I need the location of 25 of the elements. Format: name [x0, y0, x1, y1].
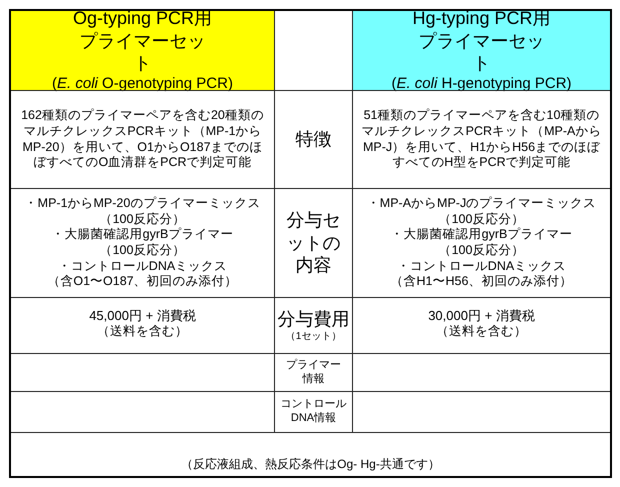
- cell-text: コントロールDNA情報: [280, 398, 348, 426]
- cell-text: 51種類のプライマーペアを含む10種類のマルチクレックスPCRキット（MP-AからMP-J）を用いて、H1からH56までのほぼすべてのH型をPCRで判定可能: [362, 108, 602, 171]
- cell-text: 45,000円 + 消費税: [89, 308, 196, 324]
- cell-text: （含O1〜O187、初回のみ添付）: [47, 274, 238, 290]
- cell-text: （100反応分）: [438, 212, 524, 228]
- cell-text: （送料を含む）: [436, 324, 527, 340]
- cell-text: 30,000円 + 消費税: [428, 308, 535, 324]
- cell-text: （送料を含む）: [97, 324, 188, 340]
- cell-text: 分与費用: [278, 308, 350, 330]
- cell-text: ・コントロールDNAミックス: [58, 258, 228, 274]
- cell-text: （反応液組成、熱反応条件はOg- Hg-共通です）: [181, 457, 440, 472]
- cell-text: （100反応分）: [100, 212, 186, 228]
- cell-text: 特徴: [296, 128, 332, 151]
- cell-text: （1セット）: [286, 330, 342, 343]
- cell-text: （100反応分）: [100, 243, 186, 259]
- cell-text: ・大腸菌確認用gyrBプライマー: [390, 227, 572, 243]
- cell-text: プライマー情報: [285, 358, 342, 386]
- cell-text: 分与セットの内容: [286, 209, 340, 277]
- cell-text: （含H1〜H56、初回のみ添付）: [390, 274, 572, 290]
- cell-text: ・MP-1からMP-20のプライマーミックス: [24, 196, 260, 212]
- cell-text: ・コントロールDNAミックス: [396, 258, 566, 274]
- cell-text: ・MP-AからMP-Jのプライマーミックス: [366, 196, 596, 212]
- cell-text: 162種類のプライマーペアを含む20種類のマルチクレックスPCRキット（MP-1からMP-20）を用いて、O1からO187までのほぼすべてのO血清群をPCRで判定可能: [20, 108, 265, 171]
- cell-text: ・大腸菌確認用gyrBプライマー: [52, 227, 234, 243]
- cell-text: （100反応分）: [438, 243, 524, 259]
